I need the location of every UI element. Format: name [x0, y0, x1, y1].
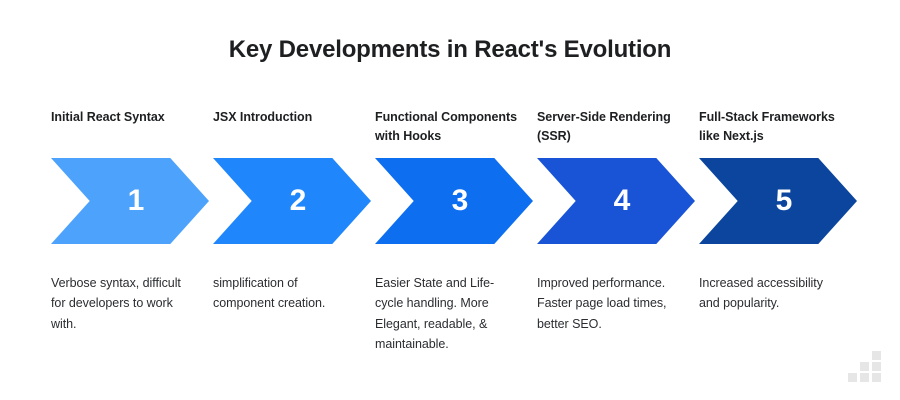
- chevron-arrow-icon: [213, 158, 371, 244]
- step-description: Verbose syntax, difficult for developers…: [51, 276, 181, 331]
- step-heading: Full-Stack Frameworks like Next.js: [699, 110, 835, 144]
- step-arrow[interactable]: 2: [213, 158, 371, 244]
- chevron-arrow-icon: [375, 158, 533, 244]
- step-arrow[interactable]: 3: [375, 158, 533, 244]
- step-description: Increased accessibility and popularity.: [699, 276, 823, 311]
- logo-block: [872, 351, 881, 360]
- logo-block: [848, 373, 857, 382]
- step-arrow[interactable]: 5: [699, 158, 857, 244]
- step-item: Full-Stack Frameworks like Next.js 5 Inc…: [699, 108, 862, 368]
- step-item: Initial React Syntax 1 Verbose syntax, d…: [51, 108, 214, 368]
- bar-chart-staircase-logo: [848, 350, 882, 382]
- step-item: JSX Introduction 2 simplification of com…: [213, 108, 376, 368]
- step-description: Improved performance. Faster page load t…: [537, 276, 667, 331]
- step-heading: JSX Introduction: [213, 110, 313, 124]
- chevron-arrow-icon: [699, 158, 857, 244]
- step-item: Functional Components with Hooks 3 Easie…: [375, 108, 538, 368]
- chevron-arrow-icon: [51, 158, 209, 244]
- logo-block: [872, 362, 881, 371]
- step-description: Easier State and Life-cycle handling. Mo…: [375, 276, 495, 351]
- chevron-arrow-icon: [537, 158, 695, 244]
- step-description: simplification of component creation.: [213, 276, 326, 311]
- step-heading: Functional Components with Hooks: [375, 110, 517, 144]
- step-item: Server-Side Rendering (SSR) 4 Improved p…: [537, 108, 700, 368]
- logo-block: [872, 373, 881, 382]
- page-title: Key Developments in React's Evolution: [228, 36, 672, 63]
- logo-block: [860, 373, 869, 382]
- step-arrow[interactable]: 4: [537, 158, 695, 244]
- logo-block: [860, 362, 869, 371]
- step-heading: Initial React Syntax: [51, 110, 165, 124]
- steps-container: Initial React Syntax 1 Verbose syntax, d…: [51, 108, 857, 368]
- step-arrow[interactable]: 1: [51, 158, 209, 244]
- step-heading: Server-Side Rendering (SSR): [537, 110, 671, 144]
